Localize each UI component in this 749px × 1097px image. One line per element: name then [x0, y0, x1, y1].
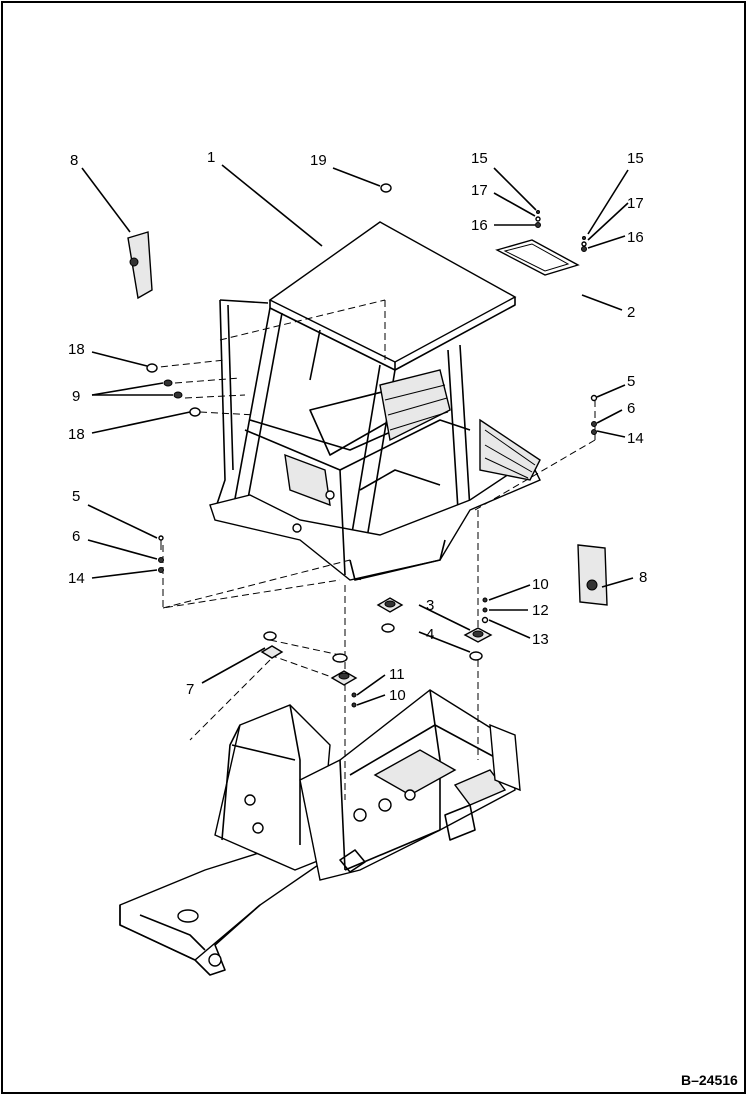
callout-labels: 8 1 19 15 17 16 15 17 16 2 18 9 18 5 6 1…: [68, 149, 647, 704]
callout-10-right: 10: [532, 576, 549, 593]
callout-8-right: 8: [639, 569, 647, 586]
callout-12: 12: [532, 602, 549, 619]
callout-18-lower: 18: [68, 426, 85, 443]
callout-13: 13: [532, 631, 549, 648]
work-light-left: [127, 231, 153, 300]
callout-3: 3: [426, 597, 434, 614]
hidden-lines: [149, 299, 596, 800]
callout-18-upper: 18: [68, 341, 85, 358]
callout-14-left: 14: [68, 570, 85, 587]
callout-5-left: 5: [72, 488, 80, 505]
leader-lines: [81, 164, 634, 706]
callout-14-right: 14: [627, 430, 644, 447]
callout-2: 2: [627, 304, 635, 321]
callout-15-right: 15: [627, 150, 644, 167]
callout-4: 4: [426, 626, 434, 643]
callout-10-lower: 10: [389, 687, 406, 704]
callout-7: 7: [186, 681, 194, 698]
cab-assembly: [209, 221, 541, 581]
small-parts: [127, 183, 608, 708]
callout-16-right: 16: [627, 229, 644, 246]
callout-6-right: 6: [627, 400, 635, 417]
callout-16-left: 16: [471, 217, 488, 234]
callout-19: 19: [310, 152, 327, 169]
callout-8-left: 8: [70, 152, 78, 169]
callout-11: 11: [389, 666, 405, 683]
callout-6-left: 6: [72, 528, 80, 545]
document-number: B–24516: [681, 1072, 738, 1088]
work-light-right: [577, 544, 608, 606]
callout-9: 9: [72, 388, 80, 405]
callout-1: 1: [207, 149, 215, 166]
callout-17-left: 17: [471, 182, 488, 199]
main-frame: [119, 689, 521, 976]
callout-5-right: 5: [627, 373, 635, 390]
roof-panel: [495, 239, 580, 276]
callout-17-right: 17: [627, 195, 644, 212]
plug: [380, 183, 392, 193]
callout-15-left: 15: [471, 150, 488, 167]
